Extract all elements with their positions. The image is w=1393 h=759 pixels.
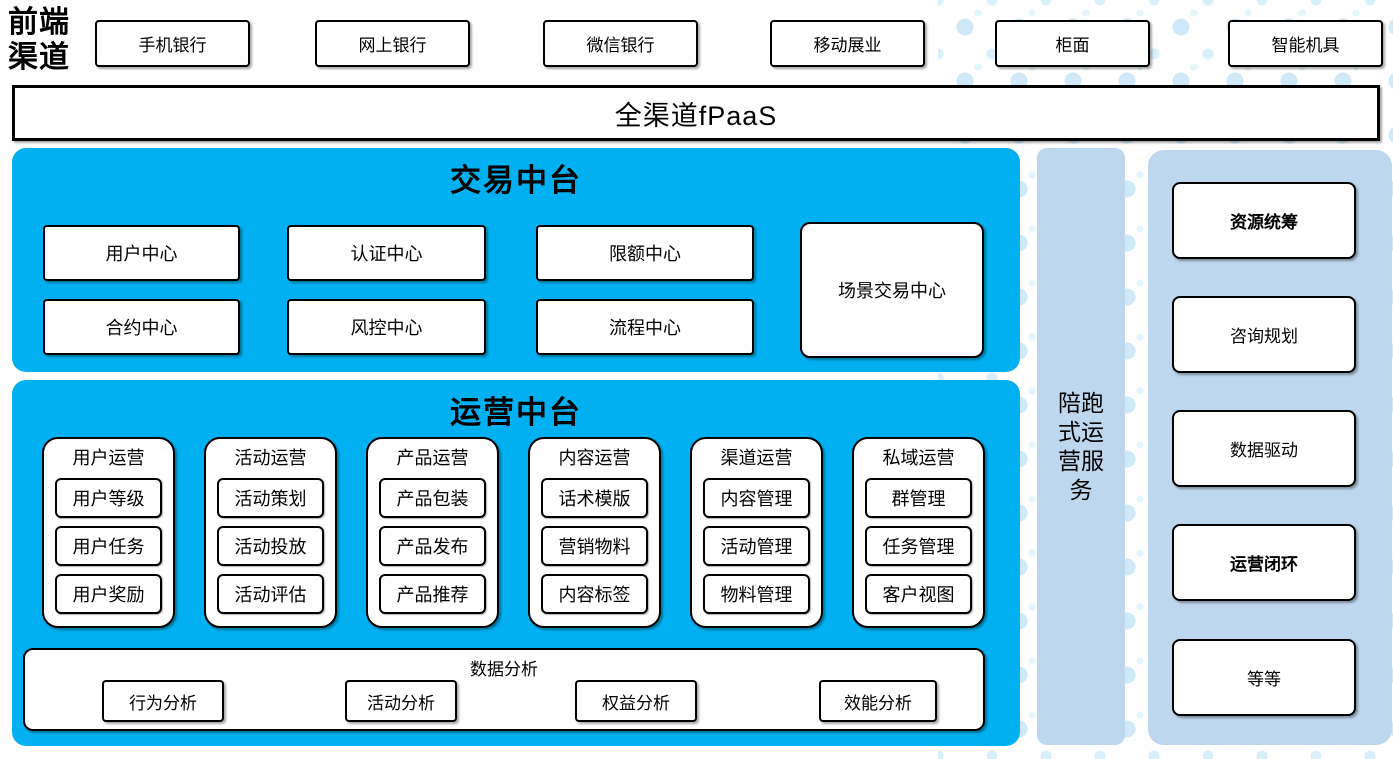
ops-column-activity: 活动运营 活动策划 活动投放 活动评估 bbox=[204, 437, 337, 628]
operation-platform-title: 运营中台 bbox=[450, 395, 582, 430]
ops-item: 营销物料 bbox=[541, 526, 648, 566]
ops-column-channel: 渠道运营 内容管理 活动管理 物料管理 bbox=[690, 437, 823, 628]
ops-item: 物料管理 bbox=[703, 574, 810, 614]
analytics-box-efficiency: 效能分析 bbox=[819, 680, 937, 722]
ops-item: 用户等级 bbox=[55, 478, 162, 518]
data-analytics-container: 数据分析 行为分析 活动分析 权益分析 效能分析 bbox=[23, 648, 985, 731]
channel-box-smart-machines: 智能机具 bbox=[1228, 20, 1383, 67]
service-box-etc: 等等 bbox=[1172, 639, 1356, 716]
center-box-contract: 合约中心 bbox=[43, 299, 240, 355]
companion-operation-service-strip: 陪跑式运营服务 bbox=[1037, 148, 1125, 745]
center-box-process: 流程中心 bbox=[536, 299, 754, 355]
ops-column-title: 用户运营 bbox=[72, 448, 145, 468]
channel-box-wechat-banking: 微信银行 bbox=[543, 20, 698, 67]
ops-item: 产品推荐 bbox=[379, 574, 486, 614]
center-box-limit: 限额中心 bbox=[536, 225, 754, 281]
trade-platform-title: 交易中台 bbox=[450, 163, 582, 198]
service-box-operation-loop: 运营闭环 bbox=[1172, 524, 1356, 601]
front-channel-label: 前端渠道 bbox=[8, 6, 70, 74]
ops-column-title: 私域运营 bbox=[882, 448, 955, 468]
service-box-data-driven: 数据驱动 bbox=[1172, 410, 1356, 487]
center-box-scene-trade: 场景交易中心 bbox=[800, 222, 984, 358]
channel-box-online-banking: 网上银行 bbox=[315, 20, 470, 67]
companion-operation-service-label: 陪跑式运营服务 bbox=[1058, 389, 1104, 503]
ops-column-title: 内容运营 bbox=[558, 448, 631, 468]
ops-item: 内容标签 bbox=[541, 574, 648, 614]
center-box-auth: 认证中心 bbox=[287, 225, 486, 281]
ops-column-user: 用户运营 用户等级 用户任务 用户奖励 bbox=[42, 437, 175, 628]
service-box-resource-planning: 资源统筹 bbox=[1172, 182, 1356, 259]
ops-item: 用户奖励 bbox=[55, 574, 162, 614]
fpaas-bar: 全渠道fPaaS bbox=[12, 85, 1380, 141]
center-box-risk: 风控中心 bbox=[287, 299, 486, 355]
ops-item: 群管理 bbox=[865, 478, 972, 518]
ops-item: 客户视图 bbox=[865, 574, 972, 614]
trade-platform-panel: 交易中台 用户中心 认证中心 限额中心 合约中心 风控中心 流程中心 场景交易中… bbox=[12, 148, 1020, 372]
operation-platform-panel: 运营中台 用户运营 用户等级 用户任务 用户奖励 活动运营 活动策划 活动投放 … bbox=[12, 380, 1020, 746]
ops-column-content: 内容运营 话术模版 营销物料 内容标签 bbox=[528, 437, 661, 628]
ops-column-title: 渠道运营 bbox=[720, 448, 793, 468]
services-panel: 资源统筹 咨询规划 数据驱动 运营闭环 等等 bbox=[1148, 150, 1392, 745]
ops-item: 话术模版 bbox=[541, 478, 648, 518]
ops-item: 活动评估 bbox=[217, 574, 324, 614]
channel-box-mobile-banking: 手机银行 bbox=[95, 20, 250, 67]
ops-column-title: 活动运营 bbox=[234, 448, 307, 468]
ops-item: 产品发布 bbox=[379, 526, 486, 566]
ops-column-product: 产品运营 产品包装 产品发布 产品推荐 bbox=[366, 437, 499, 628]
ops-item: 用户任务 bbox=[55, 526, 162, 566]
ops-column-title: 产品运营 bbox=[396, 448, 469, 468]
channel-box-counter: 柜面 bbox=[995, 20, 1150, 67]
ops-item: 产品包装 bbox=[379, 478, 486, 518]
ops-item: 任务管理 bbox=[865, 526, 972, 566]
center-box-user: 用户中心 bbox=[43, 225, 240, 281]
ops-item: 活动策划 bbox=[217, 478, 324, 518]
data-analytics-title: 数据分析 bbox=[470, 660, 538, 679]
ops-item: 活动管理 bbox=[703, 526, 810, 566]
ops-item: 内容管理 bbox=[703, 478, 810, 518]
ops-item: 活动投放 bbox=[217, 526, 324, 566]
analytics-box-behavior: 行为分析 bbox=[102, 680, 224, 722]
analytics-box-activity: 活动分析 bbox=[345, 680, 457, 722]
service-box-consulting: 咨询规划 bbox=[1172, 296, 1356, 373]
analytics-box-benefit: 权益分析 bbox=[575, 680, 697, 722]
ops-column-private-domain: 私域运营 群管理 任务管理 客户视图 bbox=[852, 437, 985, 628]
channel-box-mobile-outreach: 移动展业 bbox=[770, 20, 925, 67]
